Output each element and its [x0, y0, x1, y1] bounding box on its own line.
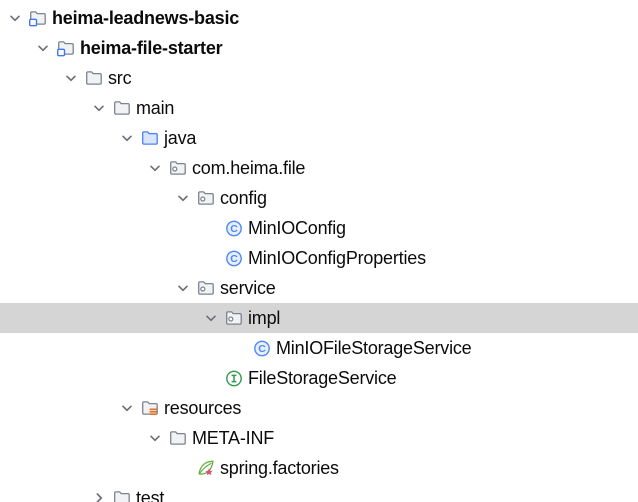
- node-label: impl: [248, 308, 281, 328]
- chevron-icon: [170, 458, 196, 478]
- tree-row-config[interactable]: config: [0, 183, 638, 213]
- tree-row-src[interactable]: src: [0, 63, 638, 93]
- node-label: spring.factories: [220, 458, 339, 478]
- tree-row-main[interactable]: main: [0, 93, 638, 123]
- chevron-icon[interactable]: [86, 98, 112, 118]
- interface-icon: [224, 368, 244, 388]
- tree-row-filestorageservice[interactable]: FileStorageService: [0, 363, 638, 393]
- node-label: src: [108, 68, 132, 88]
- tree-row-service[interactable]: service: [0, 273, 638, 303]
- tree-row-meta-inf[interactable]: META-INF: [0, 423, 638, 453]
- folder-icon: [84, 68, 104, 88]
- tree-row-resources[interactable]: resources: [0, 393, 638, 423]
- node-label: MinIOFileStorageService: [276, 338, 472, 358]
- class-icon: C: [252, 338, 272, 358]
- sources-folder-icon: [140, 128, 160, 148]
- svg-text:C: C: [230, 223, 238, 235]
- chevron-icon[interactable]: [114, 398, 140, 418]
- tree-row-spring-factories[interactable]: spring.factories: [0, 453, 638, 483]
- chevron-icon[interactable]: [142, 428, 168, 448]
- tree-row-java[interactable]: java: [0, 123, 638, 153]
- node-label: test: [136, 488, 165, 502]
- package-icon: [196, 188, 216, 208]
- node-label: java: [164, 128, 197, 148]
- chevron-icon: [198, 368, 224, 388]
- svg-text:C: C: [258, 343, 266, 355]
- tree-row-miniofilestorageservice[interactable]: C MinIOFileStorageService: [0, 333, 638, 363]
- node-label: MinIOConfig: [248, 218, 346, 238]
- node-label: FileStorageService: [248, 368, 397, 388]
- package-icon: [196, 278, 216, 298]
- node-label: META-INF: [192, 428, 275, 448]
- folder-icon: [112, 98, 132, 118]
- svg-text:C: C: [230, 253, 238, 265]
- node-label: config: [220, 188, 267, 208]
- folder-icon: [112, 488, 132, 502]
- class-icon: C: [224, 248, 244, 268]
- folder-icon: [168, 428, 188, 448]
- class-icon: C: [224, 218, 244, 238]
- chevron-icon: [198, 218, 224, 238]
- tree-row-heima-file-starter[interactable]: heima-file-starter: [0, 33, 638, 63]
- node-label: heima-file-starter: [80, 38, 223, 58]
- tree-row-com-heima-file[interactable]: com.heima.file: [0, 153, 638, 183]
- spring-factories-icon: [196, 458, 216, 478]
- tree-row-test[interactable]: test: [0, 483, 638, 502]
- chevron-icon[interactable]: [198, 308, 224, 328]
- chevron-icon: [226, 338, 252, 358]
- tree-row-minioconfigproperties[interactable]: C MinIOConfigProperties: [0, 243, 638, 273]
- chevron-icon[interactable]: [114, 128, 140, 148]
- node-label: heima-leadnews-basic: [52, 8, 240, 28]
- node-label: com.heima.file: [192, 158, 306, 178]
- chevron-icon[interactable]: [142, 158, 168, 178]
- tree-row-impl[interactable]: impl: [0, 303, 638, 333]
- chevron-icon[interactable]: [86, 488, 112, 502]
- node-label: resources: [164, 398, 242, 418]
- module-folder-icon: [56, 38, 76, 58]
- module-folder-icon: [28, 8, 48, 28]
- chevron-icon[interactable]: [170, 188, 196, 208]
- package-icon: [168, 158, 188, 178]
- package-icon: [224, 308, 244, 328]
- chevron-icon[interactable]: [170, 278, 196, 298]
- chevron-icon[interactable]: [30, 38, 56, 58]
- node-label: MinIOConfigProperties: [248, 248, 426, 268]
- chevron-icon[interactable]: [2, 8, 28, 28]
- tree-row-heima-leadnews-basic[interactable]: heima-leadnews-basic: [0, 3, 638, 33]
- resources-folder-icon: [140, 398, 160, 418]
- node-label: main: [136, 98, 175, 118]
- chevron-icon[interactable]: [58, 68, 84, 88]
- node-label: service: [220, 278, 276, 298]
- tree-row-minioconfig[interactable]: C MinIOConfig: [0, 213, 638, 243]
- chevron-icon: [198, 248, 224, 268]
